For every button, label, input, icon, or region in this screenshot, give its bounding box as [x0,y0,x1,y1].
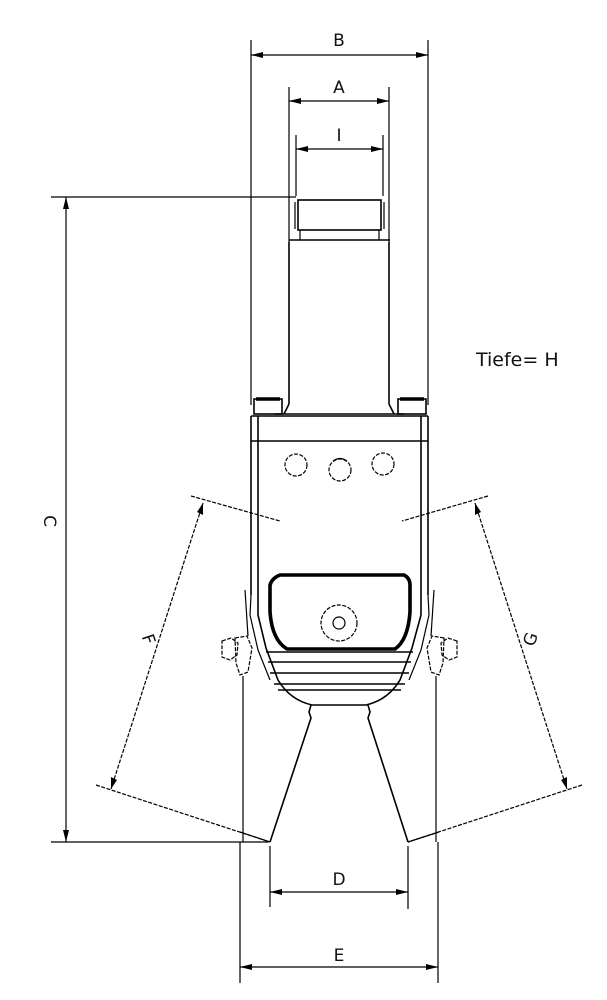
dimension-label-g: G [520,630,543,649]
tool-shank [275,199,404,415]
dimension-b: B [250,31,429,405]
jaw-right [367,704,409,843]
dimension-label-c: C [39,515,59,527]
dimension-c: C [39,196,296,843]
jaw-left [269,704,312,843]
tool-body [249,416,430,706]
tool-jaws [239,704,440,843]
dimension-i: I [295,126,384,196]
dimension-label-b: B [333,31,345,51]
dimension-e: E [239,842,439,983]
fitting-right [426,589,458,842]
body-window [268,573,412,651]
dimension-label-d: D [332,870,345,890]
side-fittings [221,589,458,842]
dimension-label-i: I [336,126,341,146]
shoulder-block-right [397,398,427,415]
bolt-hole-left [284,453,308,477]
bolt-hole-center [328,458,352,482]
shank-head [297,199,382,231]
depth-note: Tiefe= H [475,349,559,371]
fitting-left [221,589,253,842]
shoulder-blocks [251,397,428,417]
dimension-d: D [269,846,409,909]
dimension-label-f: F [137,632,159,647]
adjustment-screw [320,604,358,642]
bolt-hole-right [371,452,395,476]
dimension-f: F [95,495,281,843]
dimension-a: A [288,78,390,242]
shoulder-block-left [253,398,283,415]
dimension-g: G [401,495,583,843]
dimension-label-e: E [334,946,345,966]
dimension-label-a: A [333,78,345,98]
